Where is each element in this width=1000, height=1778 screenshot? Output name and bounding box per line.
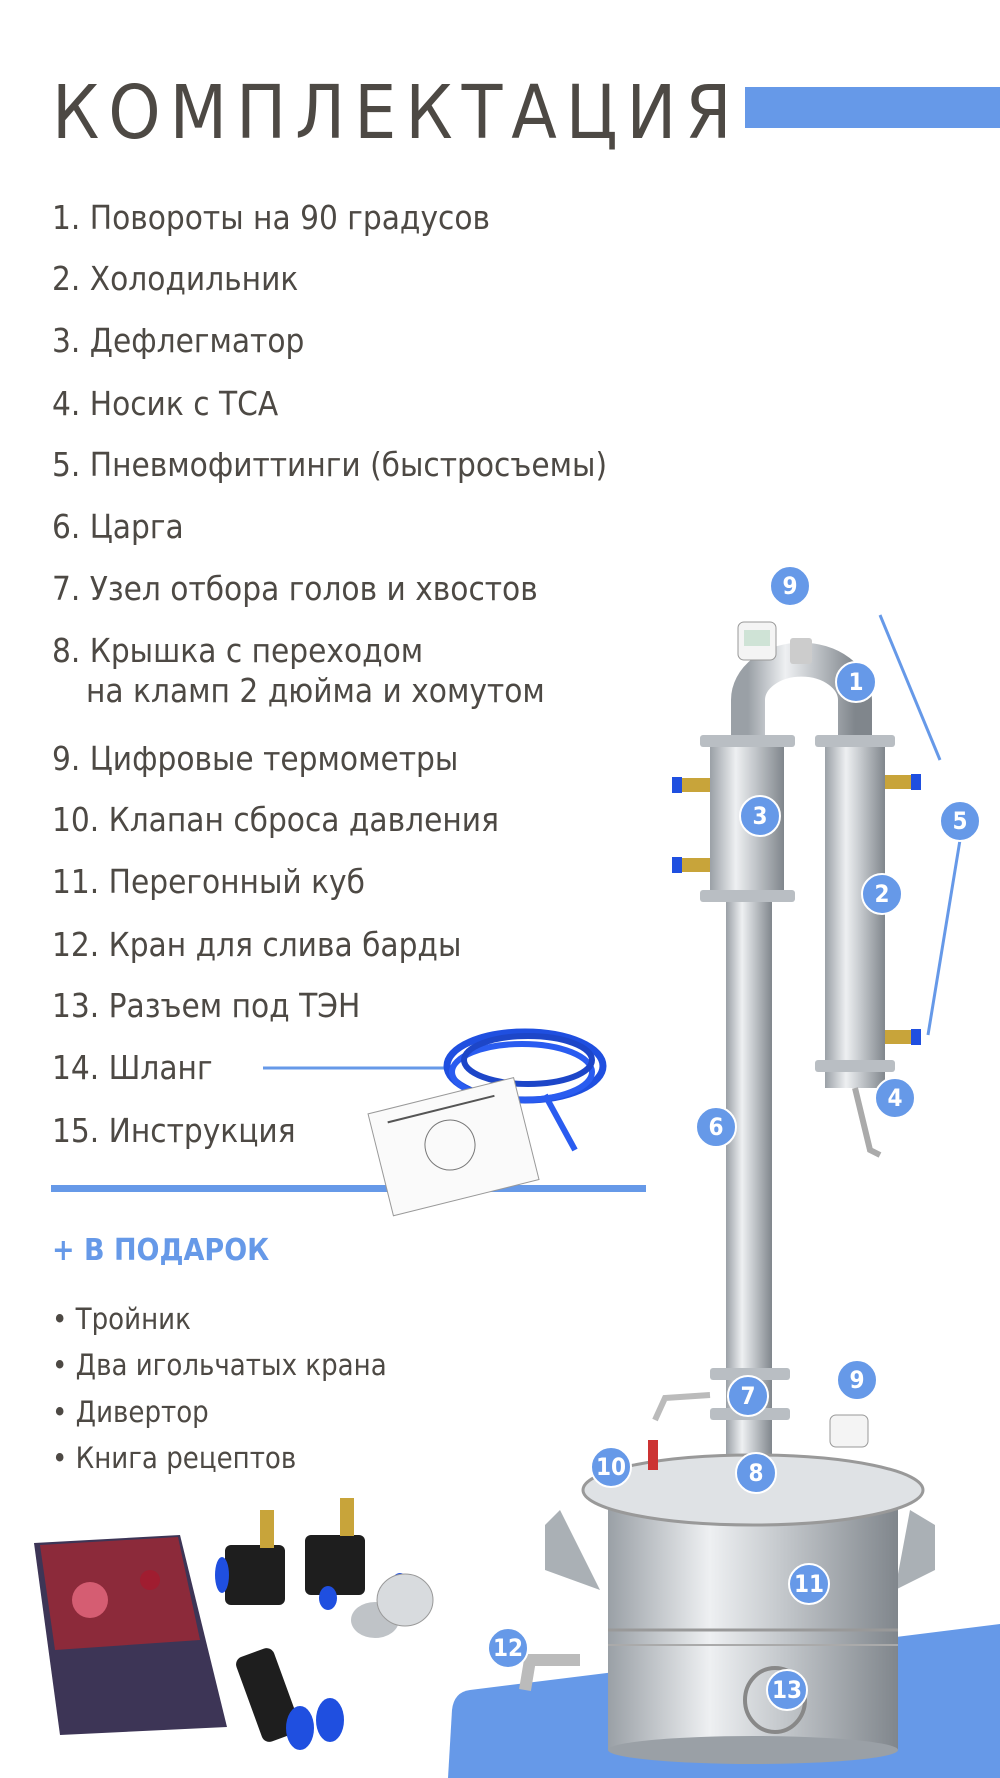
callout-badge-12: 12 — [487, 1627, 529, 1669]
callout-badge-3: 3 — [739, 795, 781, 837]
instruction-booklet-image — [367, 1077, 540, 1217]
list-item: 10. Клапан сброса давления — [52, 800, 499, 839]
callout-badge-1: 1 — [835, 661, 877, 703]
distiller-pot — [519, 1440, 935, 1764]
diverter-image — [351, 1573, 434, 1638]
hose-image — [263, 1028, 607, 1152]
list-item: 13. Разъем под ТЭН — [52, 986, 361, 1025]
list-item: 3. Дефлегматор — [52, 321, 305, 360]
title-accent-bar — [745, 87, 1000, 128]
callout-badge-10: 10 — [590, 1446, 632, 1488]
callout-badge-2: 2 — [861, 873, 903, 915]
list-item: 6. Царга — [52, 507, 184, 546]
list-item: 2. Холодильник — [52, 259, 299, 298]
gift-item: • Дивертор — [52, 1395, 209, 1429]
callout-badge-11: 11 — [788, 1563, 830, 1605]
callout-badge-7: 7 — [727, 1375, 769, 1417]
list-item: 7. Узел отбора голов и хвостов — [52, 569, 538, 608]
list-item-line2: на кламп 2 дюйма и хомутом — [86, 671, 545, 710]
list-item-line1: 8. Крышка с переходом — [52, 631, 424, 670]
callout-badge-4: 4 — [874, 1077, 916, 1119]
callout-badge-9: 9 — [769, 565, 811, 607]
callout-badge-5: 5 — [939, 800, 981, 842]
gift-item: • Два игольчатых крана — [52, 1348, 387, 1382]
list-item: 8. Крышка с переходом на кламп 2 дюйма и… — [52, 631, 545, 711]
recipe-book-image — [34, 1535, 227, 1735]
list-item: 4. Носик с ТСА — [52, 384, 279, 423]
callout-badge-13: 13 — [766, 1669, 808, 1711]
list-item: 12. Кран для слива барды — [52, 925, 462, 964]
distiller-column — [652, 614, 962, 1463]
gift-heading: + В ПОДАРОК — [52, 1233, 270, 1268]
list-item: 11. Перегонный куб — [52, 862, 365, 901]
gift-item: • Книга рецептов — [52, 1441, 297, 1475]
list-item: 1. Повороты на 90 градусов — [52, 198, 491, 237]
needle-valves-image — [215, 1498, 409, 1610]
list-item: 9. Цифровые термометры — [52, 739, 459, 778]
tee-fitting-image — [236, 1648, 344, 1750]
callout-badge-6: 6 — [695, 1106, 737, 1148]
list-item: 14. Шланг — [52, 1048, 213, 1087]
callout-badge-9b: 9 — [836, 1359, 878, 1401]
gift-item: • Тройник — [52, 1302, 191, 1336]
page-title: КОМПЛЕКТАЦИЯ — [52, 70, 741, 156]
list-item: 5. Пневмофиттинги (быстросъемы) — [52, 445, 608, 484]
list-item: 15. Инструкция — [52, 1111, 296, 1150]
section-divider — [51, 1185, 646, 1192]
callout-badge-8: 8 — [735, 1452, 777, 1494]
